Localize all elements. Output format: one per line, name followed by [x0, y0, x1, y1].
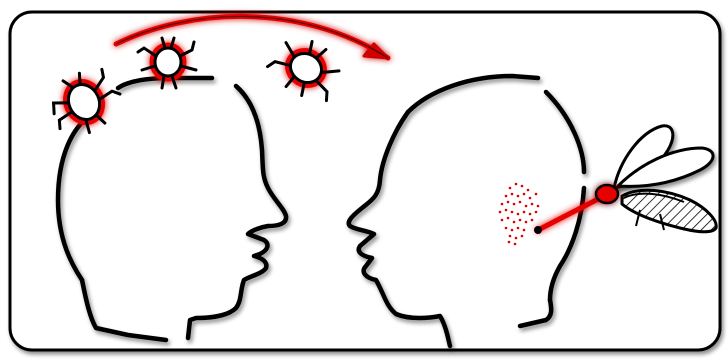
rounded-frame	[10, 12, 720, 350]
